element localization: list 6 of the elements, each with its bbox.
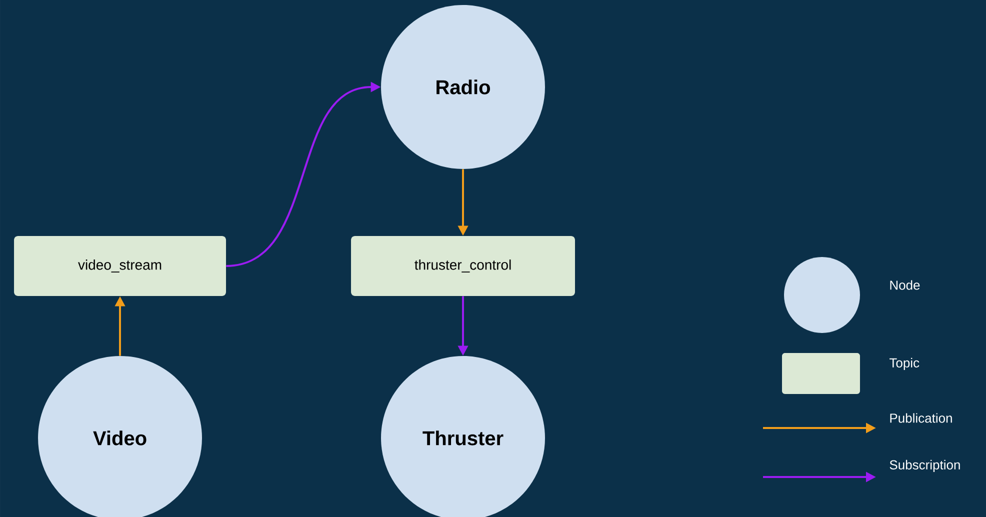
topic-box: thruster_control bbox=[351, 236, 575, 296]
legend-label: Publication bbox=[890, 413, 952, 423]
topic-box: video_stream bbox=[14, 236, 226, 296]
legend-label: Topic bbox=[890, 358, 920, 370]
legend-label: Subscription bbox=[890, 460, 960, 472]
legend-label: Node bbox=[890, 280, 920, 290]
